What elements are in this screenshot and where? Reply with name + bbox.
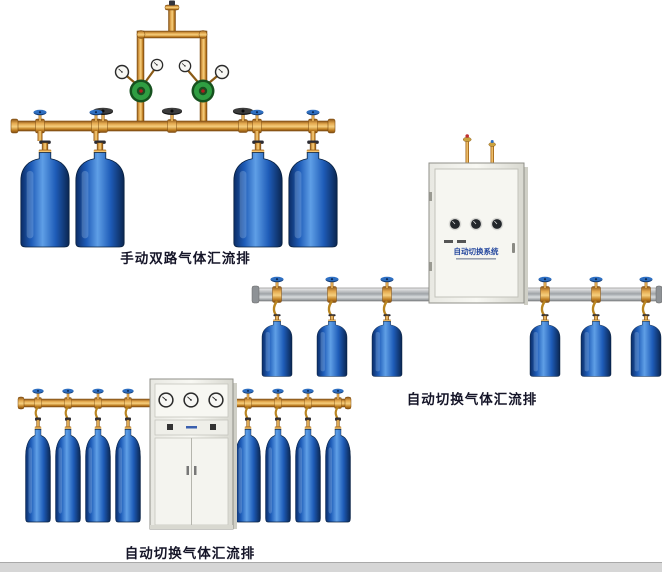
- station-valve-handwheel: [639, 276, 653, 288]
- gas-cylinder: [325, 417, 351, 523]
- station-valve-handwheel: [302, 388, 314, 399]
- gas-cylinder: [235, 417, 261, 523]
- pressure-gauge: [178, 59, 192, 73]
- gas-cylinder: [288, 140, 338, 248]
- cabinet-gauge: [182, 391, 200, 409]
- pressure-gauge: [114, 64, 130, 80]
- vent-slot: [444, 240, 453, 243]
- indicator-button: [167, 424, 173, 430]
- indicator-label-line: [186, 426, 197, 429]
- gas-cylinder: [630, 314, 662, 377]
- pressure-gauge: [150, 58, 164, 72]
- top-header-piping: [136, 0, 208, 123]
- cabinet-inlet-fittings: [462, 134, 496, 165]
- cabinet-door-handle: [186, 466, 189, 475]
- gas-cylinder: [25, 417, 51, 523]
- cabinet-gauge: [157, 391, 175, 409]
- auto-switch-floor-cabinet: [149, 378, 237, 530]
- station-valve-handwheel: [380, 276, 394, 288]
- gas-cylinder: [529, 314, 561, 377]
- cabinet-gauge: [207, 391, 225, 409]
- cabinet-door-handle: [194, 466, 197, 475]
- gas-cylinder: [75, 140, 125, 248]
- station-valve-handwheel: [538, 276, 552, 288]
- manifold-stations: [270, 276, 653, 317]
- cabinet-sublabel-line: [456, 258, 496, 260]
- cabinet-hinge: [429, 262, 432, 271]
- product-caption-auto-floor: 自动切换气体汇流排: [124, 546, 256, 561]
- shutoff-valve-handwheel: [162, 107, 182, 121]
- station-valve-handwheel: [272, 388, 284, 399]
- cylinder-valve-handwheel: [33, 109, 47, 121]
- cylinder-valve-handwheel: [250, 109, 264, 121]
- gas-cylinder: [371, 314, 403, 377]
- gas-cylinder: [85, 417, 111, 523]
- product-caption-manual-dual: 手动双路气体汇流排: [120, 251, 251, 266]
- station-valve-handwheel: [242, 388, 254, 399]
- product-caption-auto-wall: 自动切换气体汇流排: [406, 392, 538, 407]
- station-valve-handwheel: [92, 388, 104, 399]
- cabinet-gauge: [490, 217, 504, 231]
- gas-cylinder: [316, 314, 348, 377]
- station-valve-handwheel: [589, 276, 603, 288]
- station-valve-handwheel: [62, 388, 74, 399]
- cabinet-gauge: [469, 217, 483, 231]
- station-valve-handwheel: [270, 276, 284, 288]
- gas-cylinder: [295, 417, 321, 523]
- cabinet-hinge: [429, 192, 432, 201]
- gas-cylinder: [55, 417, 81, 523]
- cylinder-drop-pipes: [37, 131, 316, 141]
- auto-switch-floor-manifold-graphic: [17, 378, 352, 530]
- gas-cylinder: [261, 314, 293, 377]
- station-valve-handwheel: [122, 388, 134, 399]
- auto-switch-control-cabinet: 自动切换系统: [428, 162, 528, 305]
- indicator-button: [210, 424, 216, 430]
- pressure-gauge: [214, 64, 230, 80]
- station-valve-handwheel: [332, 388, 344, 399]
- auto-switch-wall-manifold-graphic: 自动切换系统: [251, 134, 662, 377]
- brass-header-pipe: [10, 118, 336, 134]
- cylinder-valve-handwheel: [306, 109, 320, 121]
- station-valve-handwheel: [32, 388, 44, 399]
- gas-cylinder: [265, 417, 291, 523]
- vent-slot: [457, 240, 466, 243]
- station-valve-handwheel: [325, 276, 339, 288]
- gas-cylinder: [115, 417, 141, 523]
- cabinet-gauge: [448, 217, 462, 231]
- page-bottom-edge: [0, 562, 662, 572]
- cabinet-door-handle: [512, 243, 515, 253]
- pressure-regulator-right: [178, 59, 230, 103]
- gas-cylinder: [20, 140, 70, 248]
- gas-cylinder: [580, 314, 612, 377]
- shutoff-valve-handwheel: [233, 107, 253, 121]
- manual-dual-manifold-graphic: [10, 0, 338, 248]
- cabinet-label: 自动切换系统: [454, 246, 499, 256]
- gas-cylinder: [233, 140, 283, 248]
- pressure-regulator-left: [114, 58, 164, 103]
